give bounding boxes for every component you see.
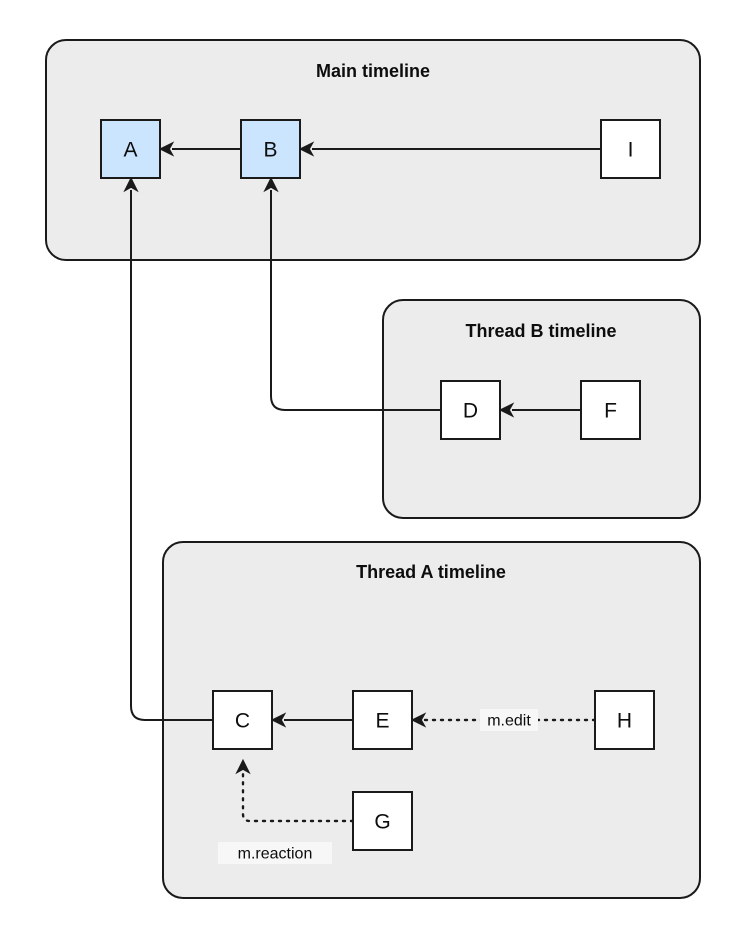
node-label-A: A [123,139,137,162]
node-box-C[interactable] [212,690,273,750]
edge-path-G-to-C [241,771,355,823]
node-box-I[interactable] [600,119,661,179]
node-F[interactable]: F [580,380,641,440]
edge-labels-layer: m.edit m.reaction [218,709,538,864]
node-G[interactable]: G [352,791,413,851]
node-A[interactable]: A [100,119,161,179]
node-box-G[interactable] [352,791,413,851]
node-D[interactable]: D [440,380,501,440]
node-E[interactable]: E [352,690,413,750]
edge-label-G-to-C: m.reaction [218,842,332,864]
edge-label-text-H-to-E: m.edit [487,713,531,730]
edge-arrowhead-F-to-D [498,402,515,418]
node-label-B: B [263,139,277,162]
edge-label-bg-H-to-E [480,709,538,731]
edge-arrowhead-D-to-B [263,176,279,193]
swimlane-title-main: Main timeline [316,61,430,81]
edge-path-C-to-A [130,190,213,721]
edge-arrowhead-G-to-C [235,758,251,775]
node-H[interactable]: H [594,690,655,750]
node-box-A[interactable] [100,119,161,179]
edge-F-to-D [498,402,581,418]
edge-C-to-A [123,176,213,721]
node-box-B[interactable] [240,119,301,179]
edge-arrowhead-B-to-A [158,141,175,157]
node-label-H: H [617,710,632,733]
edge-B-to-A [158,141,241,157]
edge-H-to-E [410,712,597,728]
nodes-layer: A B I D F C E H G [100,119,661,851]
edge-label-bg-G-to-C [218,842,332,864]
edge-arrowhead-I-to-B [298,141,315,157]
node-box-F[interactable] [580,380,641,440]
node-label-I: I [628,139,634,162]
node-C[interactable]: C [212,690,273,750]
edge-label-H-to-E: m.edit [480,709,538,731]
edge-label-text-G-to-C: m.reaction [238,846,313,863]
edge-arrowhead-C-to-A [123,176,139,193]
edge-arrowhead-E-to-C [270,712,287,728]
node-B[interactable]: B [240,119,301,179]
node-label-F: F [604,400,617,423]
node-label-D: D [463,400,478,423]
node-label-G: G [374,811,390,834]
edge-I-to-B [298,141,601,157]
edge-D-to-B [263,176,441,411]
node-box-H[interactable] [594,690,655,750]
node-I[interactable]: I [600,119,661,179]
edges-layer [123,141,601,823]
edge-E-to-C [270,712,353,728]
edge-G-to-C [235,758,355,823]
swimlane-title-thread-a: Thread A timeline [356,562,506,582]
edge-path-D-to-B [270,190,441,411]
swimlane-title-thread-b: Thread B timeline [465,321,616,341]
node-box-E[interactable] [352,690,413,750]
node-label-E: E [375,710,389,733]
node-box-D[interactable] [440,380,501,440]
edge-arrowhead-H-to-E [410,712,427,728]
node-label-C: C [235,710,250,733]
